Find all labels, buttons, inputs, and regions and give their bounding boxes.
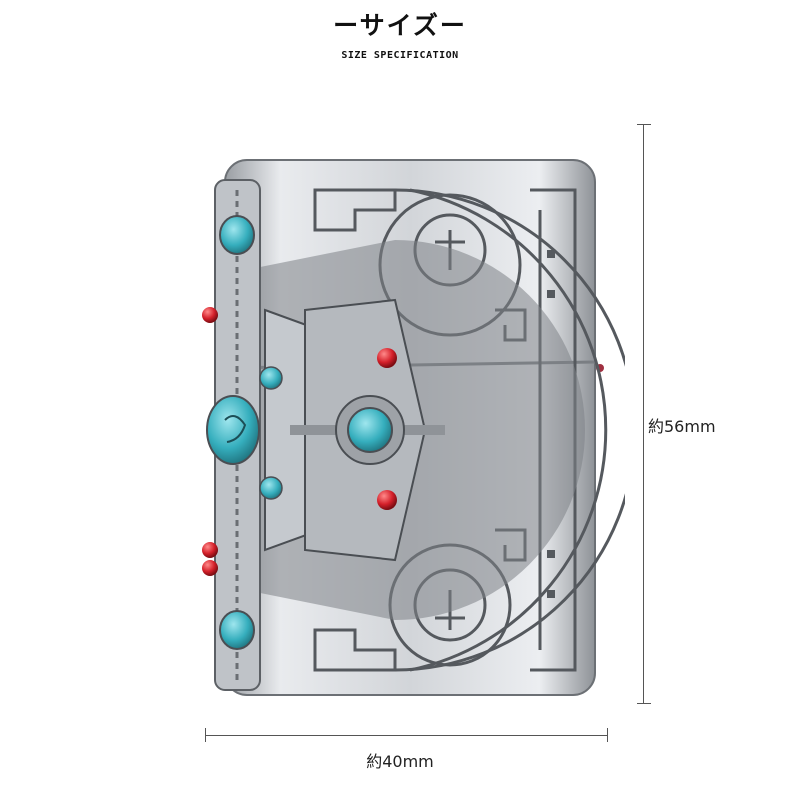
lighter-image — [202, 159, 625, 696]
red-stones — [202, 307, 397, 576]
page-subtitle: SIZE SPECIFICATION — [341, 50, 459, 61]
etched-dots — [547, 250, 555, 598]
page-title: ーサイズー — [333, 11, 467, 40]
height-dimension-line — [637, 124, 651, 704]
height-label: 約56mm — [648, 417, 716, 436]
width-label: 約40mm — [366, 752, 434, 771]
turquoise-stones — [206, 215, 393, 650]
width-dimension-line — [205, 728, 608, 742]
size-header: ーサイズー SIZE SPECIFICATION — [0, 6, 800, 61]
